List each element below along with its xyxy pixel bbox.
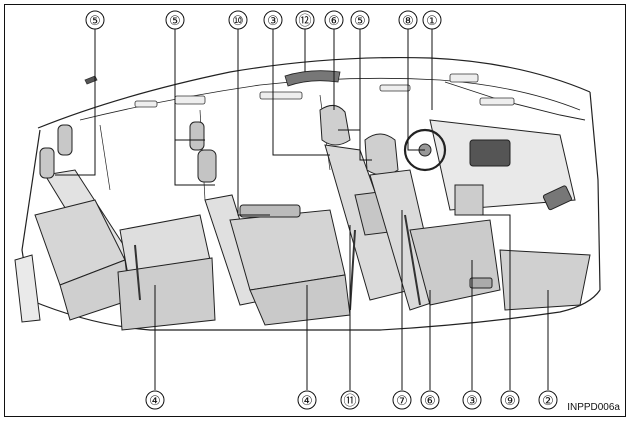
callout-5-second-row-left: ⑤ — [169, 14, 181, 29]
second-row-left-seats — [117, 121, 217, 331]
callout-11: ⑪ — [343, 394, 356, 409]
callout-4-left: ④ — [149, 394, 161, 409]
front-floor — [499, 249, 591, 311]
callouts-bottom: ④ ④ ⑪ ⑦ ⑥ ③ ⑨ ② — [145, 390, 558, 410]
callout-6-bottom: ⑥ — [424, 394, 436, 409]
callout-5-third-row-left: ⑤ — [89, 14, 101, 29]
callout-5-front: ⑤ — [354, 14, 366, 29]
driver-seat — [364, 133, 501, 311]
callout-2: ② — [542, 394, 554, 409]
seat-belts — [134, 214, 421, 311]
callouts-top: ⑤ ⑤ ⑩ ③ ⑫ ⑥ ⑤ ⑧ ① — [85, 10, 442, 30]
callout-3-top: ③ — [267, 14, 279, 29]
callout-6-top: ⑥ — [328, 14, 340, 29]
third-row-seats — [14, 124, 131, 323]
callout-12: ⑫ — [298, 14, 311, 29]
roof-details — [84, 73, 515, 108]
callout-8: ⑧ — [402, 14, 414, 29]
callout-3-bottom: ③ — [466, 394, 478, 409]
callout-7: ⑦ — [396, 394, 408, 409]
figure-code: INPPD006a — [567, 402, 620, 413]
second-row-center-seats — [204, 194, 351, 326]
callout-4-center: ④ — [301, 394, 313, 409]
callout-10: ⑩ — [232, 14, 244, 29]
callout-1: ① — [426, 14, 438, 29]
leader-lines — [55, 28, 549, 390]
dashboard — [403, 119, 576, 216]
overhead-console — [284, 70, 341, 87]
callout-9: ⑨ — [504, 394, 516, 409]
front-passenger-seat — [319, 105, 411, 301]
